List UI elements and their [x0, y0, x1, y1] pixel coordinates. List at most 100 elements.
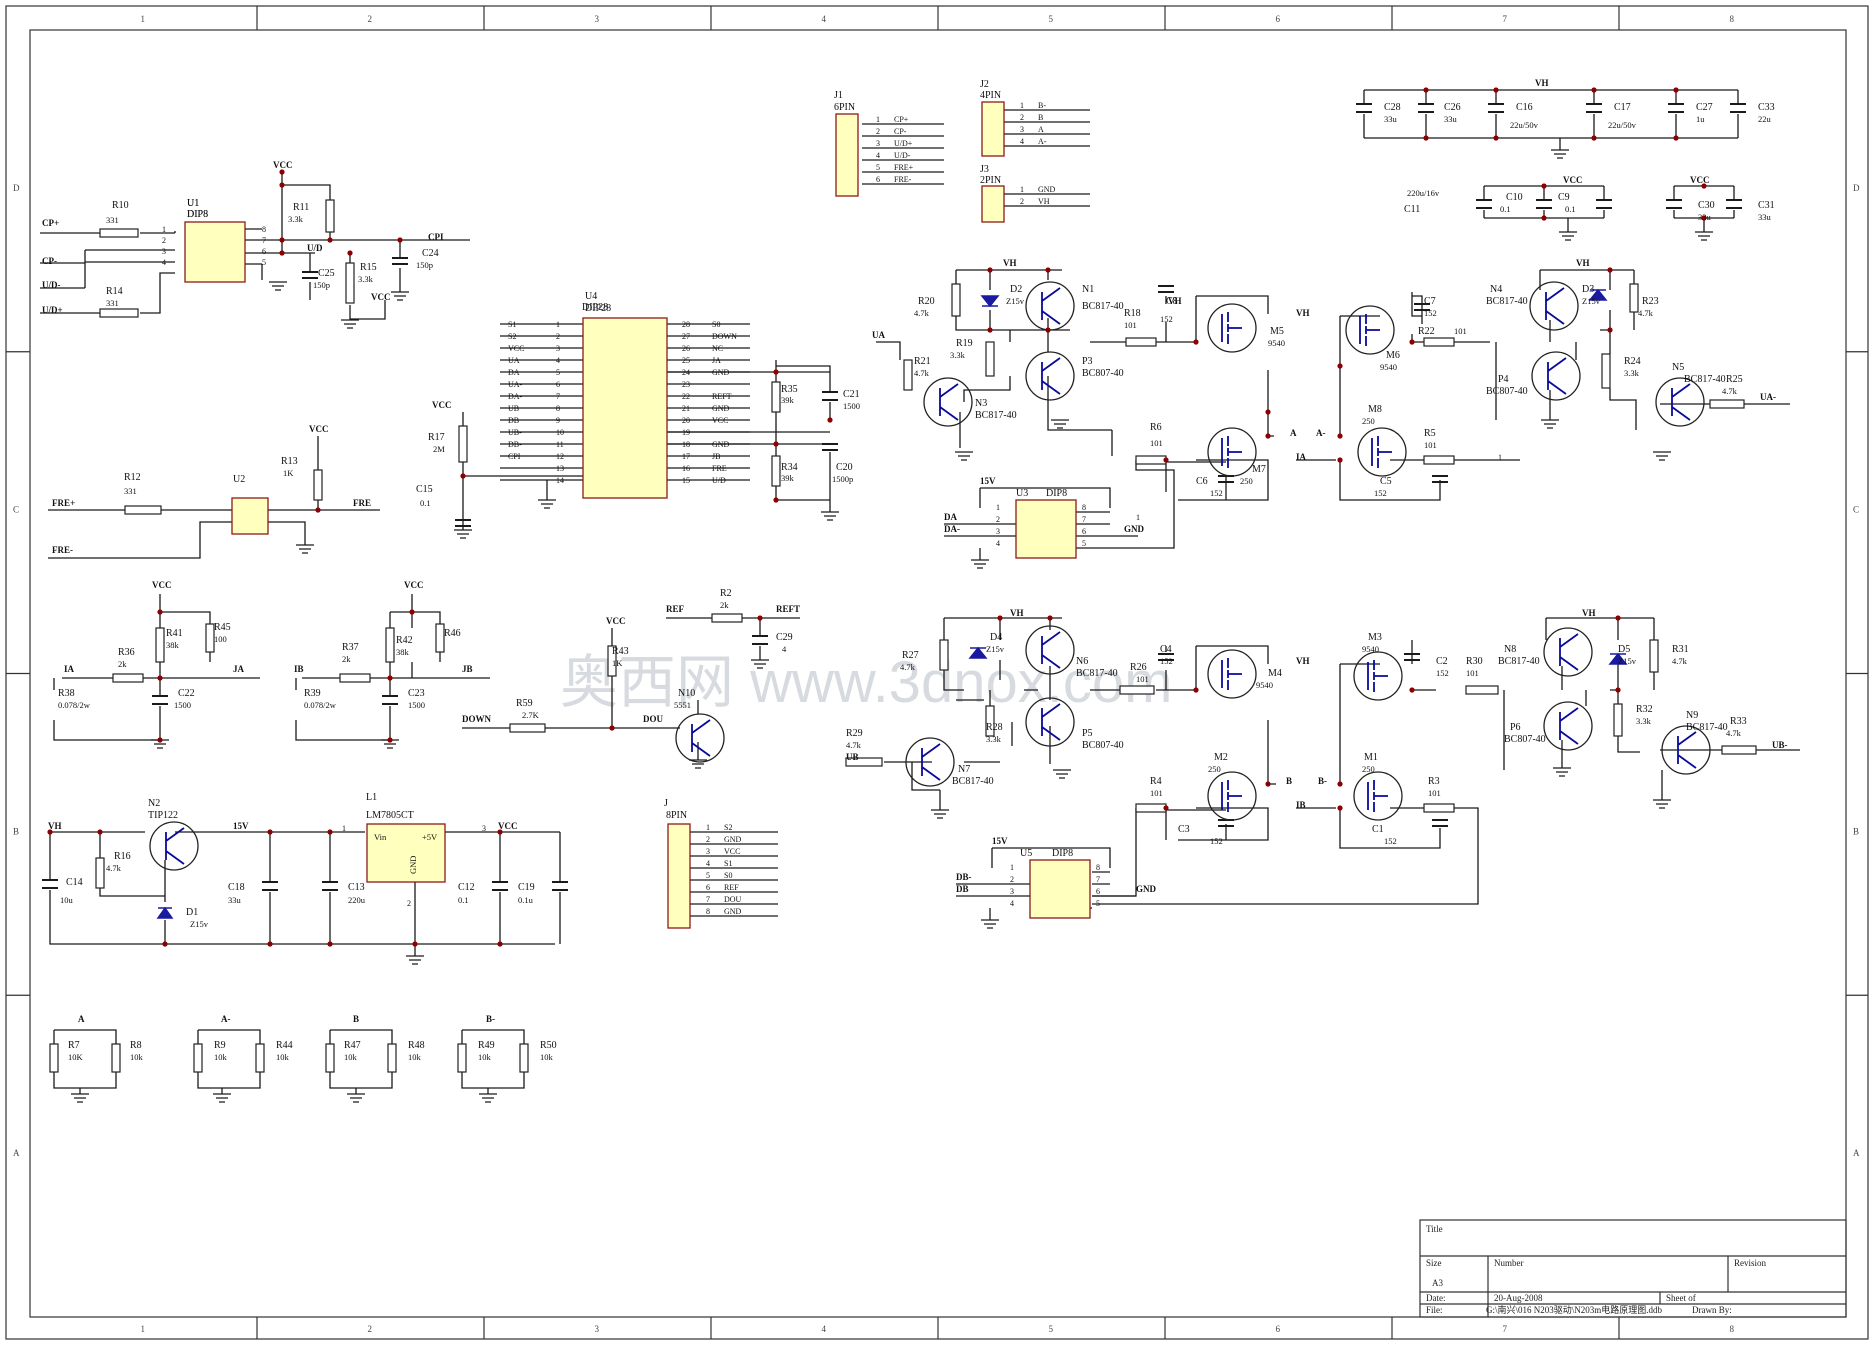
component-label: 10K [68, 1052, 84, 1062]
component-label: J2 [980, 79, 989, 90]
component-label: M2 [1214, 752, 1228, 763]
junction-dot [1409, 687, 1415, 693]
u4-pin-number: 28 [682, 320, 690, 329]
component-label: VCC [1690, 175, 1710, 185]
u3-chip [1015, 499, 1077, 559]
junction-dot [1615, 615, 1621, 621]
component-label: D2 [1010, 284, 1022, 295]
component-label: 9540 [1256, 680, 1273, 690]
component-label: 33u [1384, 114, 1398, 124]
component-label: Z15v [190, 919, 209, 929]
u5-chip [1029, 859, 1091, 919]
transistor [1531, 351, 1581, 401]
j-pin-signal: REF [724, 883, 739, 892]
u5-pin-number: 8 [1096, 863, 1100, 872]
component-label: R13 [281, 456, 298, 467]
component-label: R29 [846, 728, 863, 739]
component-label: 2PIN [980, 175, 1001, 186]
component-label: 101 [1466, 668, 1479, 678]
component-label: U/D+ [42, 305, 63, 315]
junction-dot [162, 941, 168, 947]
component-label: BC817-40 [1684, 374, 1726, 385]
component-label: C11 [1404, 204, 1420, 215]
component-label: B [1286, 776, 1292, 786]
component-label: C19 [518, 882, 535, 893]
u5-pin-number: 5 [1096, 899, 1100, 908]
component-label: VH [1582, 608, 1596, 618]
component-label: 4.7k [1638, 308, 1654, 318]
ground-symbol [347, 1093, 365, 1103]
component-label: N3 [975, 398, 987, 409]
component-label: R14 [106, 286, 123, 297]
component-label: 1500 [843, 401, 860, 411]
component-label: BC817-40 [1498, 656, 1540, 667]
component-label: VCC [498, 821, 518, 831]
component-label: 1K [283, 468, 294, 478]
component-label: 101 [1136, 674, 1149, 684]
zone-col-top: 4 [822, 14, 827, 24]
component-label: U4 [585, 291, 597, 302]
junction-dot [1045, 267, 1051, 273]
component-label: BC817-40 [1082, 301, 1124, 312]
component-label: J1 [834, 90, 843, 101]
component-label: U2 [233, 474, 245, 485]
l1-vout: +5V [422, 832, 438, 842]
component-label: R47 [344, 1040, 361, 1051]
transistor [1655, 377, 1705, 427]
component-label: A [78, 1014, 85, 1024]
component-label: R18 [1124, 308, 1141, 319]
u2-chip [231, 497, 269, 535]
junction-dot [1337, 805, 1343, 811]
component-label: 0.078/2w [58, 700, 91, 710]
size-value: A3 [1432, 1278, 1443, 1288]
component-label: 2k [720, 600, 729, 610]
component-label: 101 [1150, 438, 1163, 448]
j-pin-number: 4 [706, 859, 710, 868]
transistor [1207, 649, 1257, 699]
component-label: TIP122 [148, 810, 178, 821]
component-label: N5 [1672, 362, 1684, 373]
u4-pin-signal: FRE [712, 464, 727, 473]
component-label: N6 [1076, 656, 1088, 667]
junction-dot [609, 725, 615, 731]
component-label: C28 [1384, 102, 1401, 113]
zone-col-top: 3 [595, 14, 600, 24]
component-label: D3 [1582, 284, 1594, 295]
u5-pin-number: 4 [1010, 899, 1014, 908]
u4-pin-signal: GND [712, 440, 730, 449]
component-label: C20 [836, 462, 853, 473]
ground-symbol [931, 809, 949, 819]
j1-pin-number: 1 [876, 115, 880, 124]
junction-dot [1423, 87, 1429, 93]
component-label: C3 [1178, 824, 1190, 835]
component-label: C24 [422, 248, 439, 259]
zone-row-left: B [13, 826, 19, 836]
ground-symbol [981, 919, 999, 929]
component-label: Z15v [986, 644, 1005, 654]
j-pin-signal: S0 [724, 871, 732, 880]
component-label: 0.078/2w [304, 700, 337, 710]
junction-dot [327, 941, 333, 947]
junction-dot [157, 737, 163, 743]
junction-dots [47, 87, 1707, 947]
transistor [1543, 627, 1593, 677]
component-label: A- [221, 1014, 231, 1024]
u4-pin-number: 2 [556, 332, 560, 341]
component-label: VH [1296, 308, 1310, 318]
component-label: C5 [1380, 476, 1392, 487]
component-label: R31 [1672, 644, 1689, 655]
u4-pin-number: 1 [556, 320, 560, 329]
component-label: 9540 [1362, 644, 1379, 654]
file-value: G:\南兴\016 N203驱动\N203m电路原理图.ddb [1486, 1304, 1663, 1315]
ground-symbol [971, 559, 989, 569]
component-label: 8PIN [666, 810, 687, 821]
u1-pin-number: 2 [162, 236, 166, 245]
u4-pin-signal: VCC [712, 416, 728, 425]
component-label: R23 [1642, 296, 1659, 307]
ground-symbols [71, 149, 1713, 1103]
component-label: B [353, 1014, 359, 1024]
component-label: VCC [606, 616, 626, 626]
component-label: R39 [304, 688, 321, 699]
